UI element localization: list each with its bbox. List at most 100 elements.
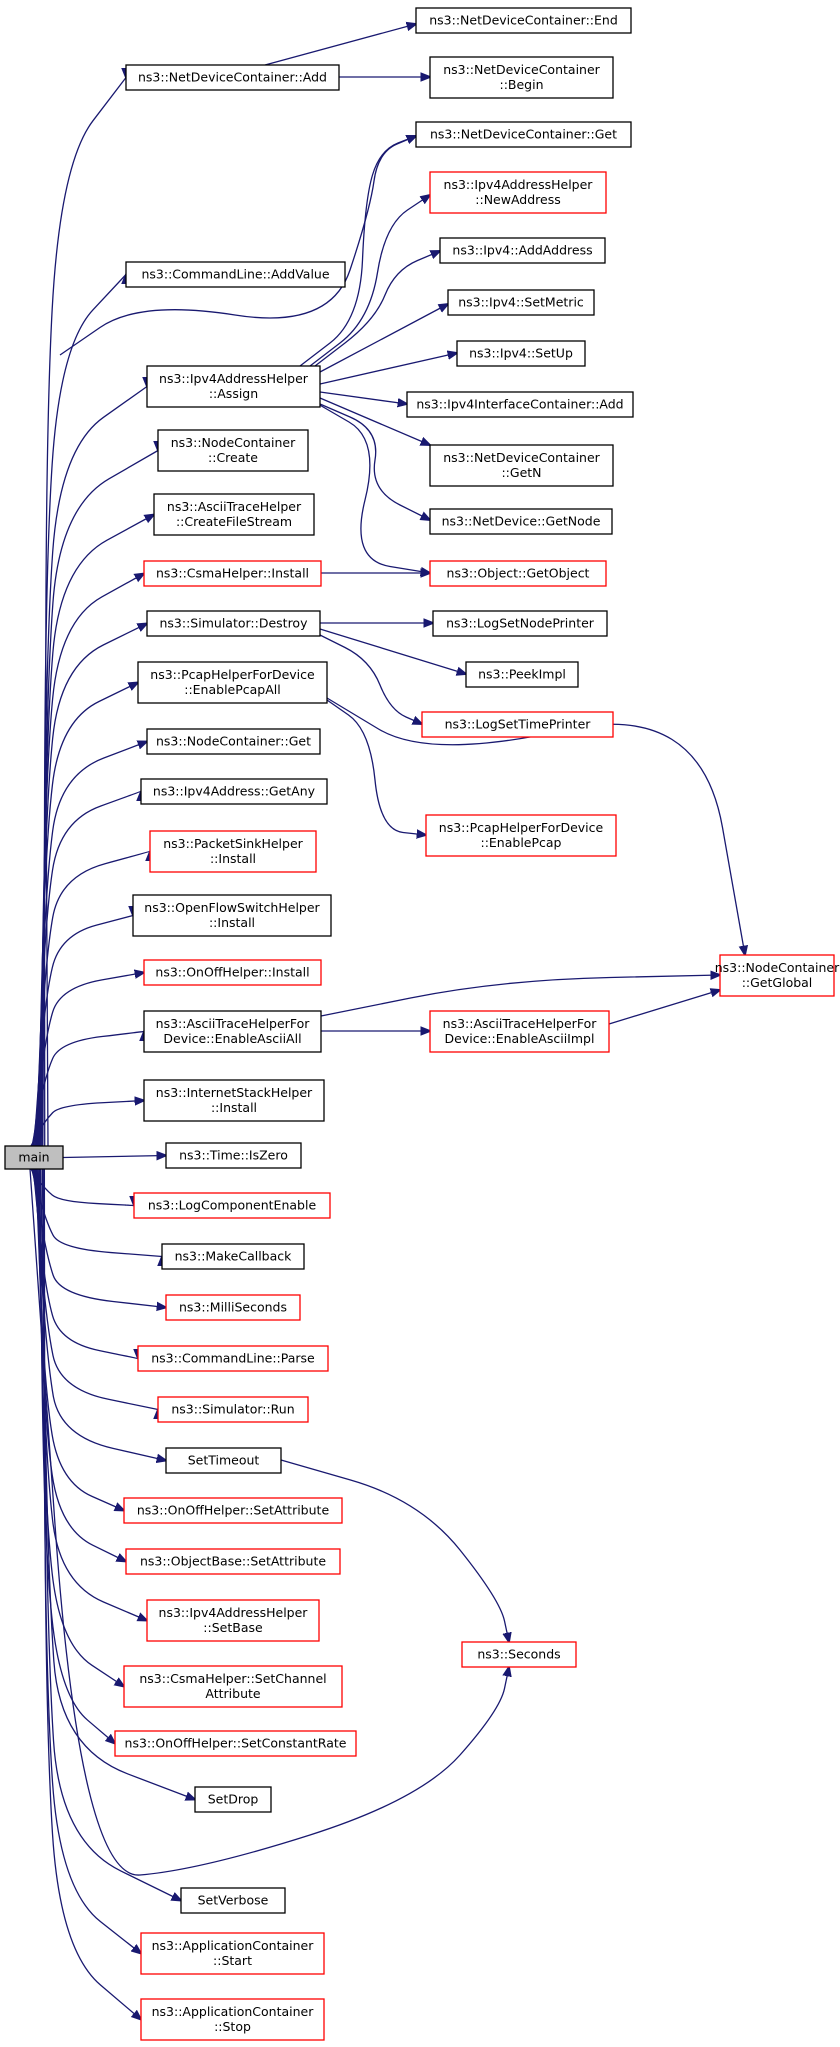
node-box [165,1142,302,1169]
node-ip4h_new[interactable]: ns3::Ipv4AddressHelper::NewAddress [429,171,607,214]
node-logsettime[interactable]: ns3::LogSetTimePrinter [421,711,614,738]
node-ndc_getn[interactable]: ns3::NetDeviceContainer::GetN [429,444,614,487]
node-nc_create[interactable]: ns3::NodeContainer::Create [157,429,309,472]
node-ac_stop[interactable]: ns3::ApplicationContainer::Stop [140,1998,325,2041]
node-seconds[interactable]: ns3::Seconds [461,1641,577,1668]
node-ndc_add[interactable]: ns3::NetDeviceContainer::Add [125,64,340,91]
node-label: SetVerbose [198,1893,269,1908]
node-peekimpl[interactable]: ns3::PeekImpl [465,661,579,688]
node-athfd_impl[interactable]: ns3::AsciiTraceHelperForDevice::EnableAs… [429,1010,610,1053]
node-ish_install[interactable]: ns3::InternetStackHelper::Install [143,1079,325,1122]
node-box [123,1665,343,1708]
node-label: ns3::CommandLine::AddValue [141,267,329,282]
edge-athfd_impl-to-nc_getglobal [608,990,720,1025]
node-box [180,1887,286,1914]
node-phfd_pcap[interactable]: ns3::PcapHelperForDevice::EnablePcap [425,814,617,857]
node-label: ns3::Ipv4InterfaceContainer::Add [416,397,623,412]
node-ip4_addaddr[interactable]: ns3::Ipv4::AddAddress [439,237,606,264]
node-label: ns3::Seconds [477,1647,560,1662]
node-label: ns3::MakeCallback [175,1249,293,1264]
edge-sim_destroy-to-logsettime [319,634,422,724]
edge-ip4h_assign-to-obj_getobject [317,403,430,573]
node-label: ::CreateFileStream [176,514,292,529]
node-label: ns3::NetDeviceContainer::Add [138,70,327,85]
node-sim_run[interactable]: ns3::Simulator::Run [157,1396,309,1423]
node-ip4h_setbase[interactable]: ns3::Ipv4AddressHelper::SetBase [146,1599,320,1642]
node-label: ns3::PeekImpl [478,667,566,682]
node-sim_destroy[interactable]: ns3::Simulator::Destroy [146,610,321,637]
node-label: ::Install [209,915,255,930]
node-ip4_setup[interactable]: ns3::Ipv4::SetUp [456,340,586,367]
node-ip4ic_add[interactable]: ns3::Ipv4InterfaceContainer::Add [406,391,634,418]
node-label: ::EnablePcap [480,835,561,850]
node-box [161,1243,305,1270]
edge-main-to-csma_install [39,574,144,1147]
node-obj_getobject[interactable]: ns3::Object::GetObject [429,560,607,587]
node-ob_setattr[interactable]: ns3::ObjectBase::SetAttribute [125,1548,341,1575]
node-ath_cfs[interactable]: ns3::AsciiTraceHelper::CreateFileStream [153,493,315,536]
node-phfd_all[interactable]: ns3::PcapHelperForDevice::EnablePcapAll [137,661,328,704]
node-label: ns3::NodeContainer [171,435,296,450]
edge-main-to-time_iszero [62,1156,166,1158]
node-box [429,1010,610,1053]
node-ooh_setrate[interactable]: ns3::OnOffHelper::SetConstantRate [114,1730,357,1757]
node-label: ns3::Time::IsZero [179,1148,288,1163]
node-label: ns3::Ipv4AddressHelper [444,177,594,192]
node-nd_getnode[interactable]: ns3::NetDevice::GetNode [429,508,613,535]
node-ooh_setattr[interactable]: ns3::OnOffHelper::SetAttribute [123,1497,343,1524]
edge-main-to-sim_destroy [38,624,147,1147]
node-label: ::Create [208,450,258,465]
node-label: ns3::Ipv4::SetUp [469,346,573,361]
node-ip4_setmetric[interactable]: ns3::Ipv4::SetMetric [447,289,595,316]
node-setverbose[interactable]: SetVerbose [180,1887,286,1914]
node-label: SetDrop [208,1792,259,1807]
node-box [719,954,835,997]
node-csma_install[interactable]: ns3::CsmaHelper::Install [143,560,322,587]
node-label: ::SetBase [203,1620,263,1635]
node-label: ::NewAddress [475,192,560,207]
node-label: ns3::NodeContainer::Get [156,734,311,749]
node-label: ns3::NetDeviceContainer [443,62,600,77]
node-box [125,64,340,91]
edge-main-to-setdrop [40,1168,195,1800]
node-box [157,1396,309,1423]
node-ip4a_getany[interactable]: ns3::Ipv4Address::GetAny [140,778,328,805]
node-ooh_install[interactable]: ns3::OnOffHelper::Install [143,959,322,986]
node-milliseconds[interactable]: ns3::MilliSeconds [165,1294,301,1321]
node-ndc_begin[interactable]: ns3::NetDeviceContainer::Begin [429,56,614,99]
edge-main-to-setverbose [41,1168,181,1901]
node-nc_getglobal[interactable]: ns3::NodeContainer::GetGlobal [715,954,840,997]
node-athfd_all[interactable]: ns3::AsciiTraceHelperForDevice::EnableAs… [143,1010,322,1053]
node-main[interactable]: main [4,1145,64,1170]
node-logsetnode[interactable]: ns3::LogSetNodePrinter [432,610,608,637]
node-box [140,778,328,805]
node-time_iszero[interactable]: ns3::Time::IsZero [165,1142,302,1169]
node-ac_start[interactable]: ns3::ApplicationContainer::Start [140,1932,325,1975]
node-ip4h_assign[interactable]: ns3::Ipv4AddressHelper::Assign [146,365,321,408]
node-cl_addvalue[interactable]: ns3::CommandLine::AddValue [125,261,346,288]
edge-ip4h_assign-to-ip4_setmetric [319,304,448,373]
node-label: SetTimeout [188,1453,260,1468]
node-settimeout[interactable]: SetTimeout [165,1447,282,1474]
node-cl_parse[interactable]: ns3::CommandLine::Parse [137,1345,329,1372]
node-box [143,959,322,986]
node-ndc_end[interactable]: ns3::NetDeviceContainer::End [415,7,632,34]
edge-ip4h_assign-to-ip4h_new [309,195,430,367]
edge-phfd_all-to-phfd_pcap [326,699,426,835]
node-psh_install[interactable]: ns3::PacketSinkHelper::Install [149,830,317,873]
node-box [143,1010,322,1053]
node-label: Device::EnableAsciiAll [163,1031,301,1046]
node-logcompenable[interactable]: ns3::LogComponentEnable [133,1192,331,1219]
node-nc_get[interactable]: ns3::NodeContainer::Get [146,728,321,755]
node-setdrop[interactable]: SetDrop [194,1786,272,1813]
node-makecallback[interactable]: ns3::MakeCallback [161,1243,305,1270]
node-label: ::GetN [501,465,541,480]
node-ofsh_install[interactable]: ns3::OpenFlowSwitchHelper::Install [132,894,332,937]
edge-main-to-logcompenable [30,1168,134,1206]
node-ndc_get[interactable]: ns3::NetDeviceContainer::Get [415,121,632,148]
node-box [429,444,614,487]
edge-main-to-ish_install [30,1101,144,1147]
node-label: ::Assign [209,386,258,401]
node-label: ::Begin [499,77,543,92]
